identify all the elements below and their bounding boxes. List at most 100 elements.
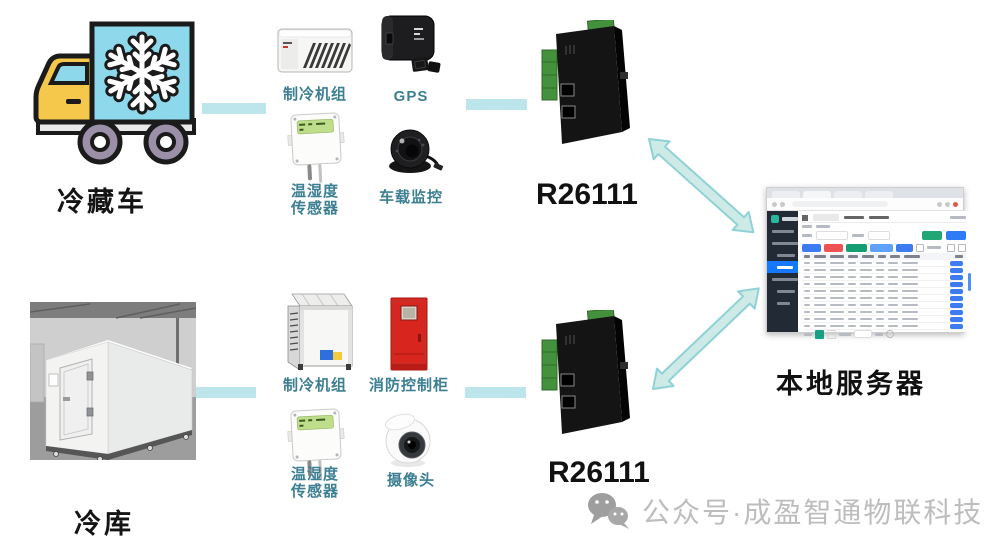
scrollbar-thumb	[968, 273, 971, 291]
device-label: GPS	[393, 88, 429, 105]
profile-icon	[953, 201, 958, 207]
device-label: 车载监控	[378, 189, 443, 206]
table-row	[802, 281, 966, 288]
browser-tab	[772, 191, 800, 198]
browser-tab	[803, 191, 831, 198]
browser-address-bar	[767, 198, 963, 211]
dashboard-tabs	[802, 213, 966, 223]
detail-button	[950, 302, 963, 308]
page-size-select	[854, 330, 872, 338]
filter-input	[816, 231, 848, 240]
industrial-chiller-icon	[287, 293, 353, 371]
dashboard-sidebar	[767, 211, 798, 332]
columns-icon	[958, 243, 966, 252]
current-page	[815, 329, 824, 339]
double-arrow	[648, 138, 755, 234]
chiller-sticker	[320, 350, 333, 360]
gateway-label: R26111	[548, 456, 650, 489]
truck-door-handle	[66, 99, 81, 104]
refrigerated-truck-icon	[33, 21, 196, 165]
add-button	[802, 243, 821, 252]
device-label: 温湿度 传感器	[290, 183, 339, 217]
menu-icon	[945, 201, 950, 207]
detail-button	[950, 309, 963, 315]
refresh-icon	[886, 330, 894, 338]
table-row	[802, 302, 966, 309]
sidebar-item	[767, 297, 798, 309]
detail-button	[950, 288, 963, 294]
action-buttons-row	[802, 242, 966, 253]
download-button	[870, 243, 893, 252]
double-arrow	[652, 287, 760, 390]
breadcrumb	[802, 223, 966, 229]
connector-line	[196, 387, 256, 398]
page-button	[827, 329, 836, 339]
detail-button	[950, 281, 963, 287]
filter-select	[868, 231, 890, 240]
detail-button	[950, 323, 963, 329]
table-header	[802, 253, 966, 260]
pagination	[802, 329, 966, 339]
device-label: 消防控制柜	[368, 377, 449, 394]
detail-button	[950, 260, 963, 266]
device-label: 制冷机组	[282, 86, 347, 103]
table-row	[802, 316, 966, 323]
search-button	[922, 231, 942, 240]
wechat-icon	[588, 493, 629, 529]
truck-window	[47, 62, 89, 85]
detail-button	[950, 295, 963, 301]
server-browser-window	[766, 187, 971, 339]
gateway-device-icon	[541, 20, 630, 144]
browser-tab-bar	[767, 188, 963, 198]
sidebar-item	[767, 225, 798, 237]
delete-button	[824, 243, 843, 252]
cold-storage-door	[59, 358, 93, 441]
back-icon	[772, 201, 777, 207]
dashboard-tab-active	[813, 214, 839, 221]
sidebar-item	[767, 249, 798, 261]
filter-row	[802, 229, 966, 242]
table-row	[802, 323, 966, 330]
browser-tab	[865, 191, 893, 198]
export-button	[946, 231, 966, 240]
device-label: 制冷机组	[282, 377, 347, 394]
connector-line	[465, 387, 526, 398]
home-icon	[802, 214, 808, 221]
gps-tracker-icon	[381, 15, 441, 73]
connector-line	[202, 103, 266, 114]
url-field	[792, 201, 888, 207]
vehicle-dome-camera-icon	[389, 129, 444, 173]
table-row	[802, 267, 966, 274]
sidebar-item	[767, 285, 798, 297]
table-row	[802, 274, 966, 281]
extension-icon	[937, 201, 942, 207]
temp-humidity-sensor-icon	[287, 408, 345, 479]
refresh-icon	[947, 243, 955, 252]
browser-tab	[834, 191, 862, 198]
connector-line	[466, 99, 527, 110]
server-label: 本地服务器	[776, 369, 926, 399]
dashboard-tab	[844, 216, 864, 219]
dashboard-main	[798, 211, 971, 339]
table-row	[802, 260, 966, 267]
watermark: 公众号·成盈智通物联科技	[586, 490, 983, 532]
temp-humidity-sensor-icon	[287, 112, 345, 183]
storage-title: 冷库	[74, 509, 134, 539]
device-label: 温湿度 传感器	[290, 466, 339, 500]
refrigeration-unit-icon	[277, 28, 353, 73]
reload-icon	[780, 201, 785, 207]
table-row	[802, 295, 966, 302]
watermark-text: 公众号·成盈智通物联科技	[642, 497, 984, 528]
dashboard-logo	[767, 213, 798, 225]
device-label: 摄像头	[386, 472, 435, 489]
import-button	[846, 243, 867, 252]
sidebar-item	[767, 273, 798, 285]
detail-button	[950, 274, 963, 280]
gateway-label: R26111	[536, 178, 638, 211]
fire-control-cabinet-icon	[390, 297, 428, 371]
gateway-device-icon	[541, 310, 630, 434]
turret-camera-icon	[384, 413, 431, 467]
truck-title: 冷藏车	[57, 187, 147, 217]
table-row	[802, 288, 966, 295]
